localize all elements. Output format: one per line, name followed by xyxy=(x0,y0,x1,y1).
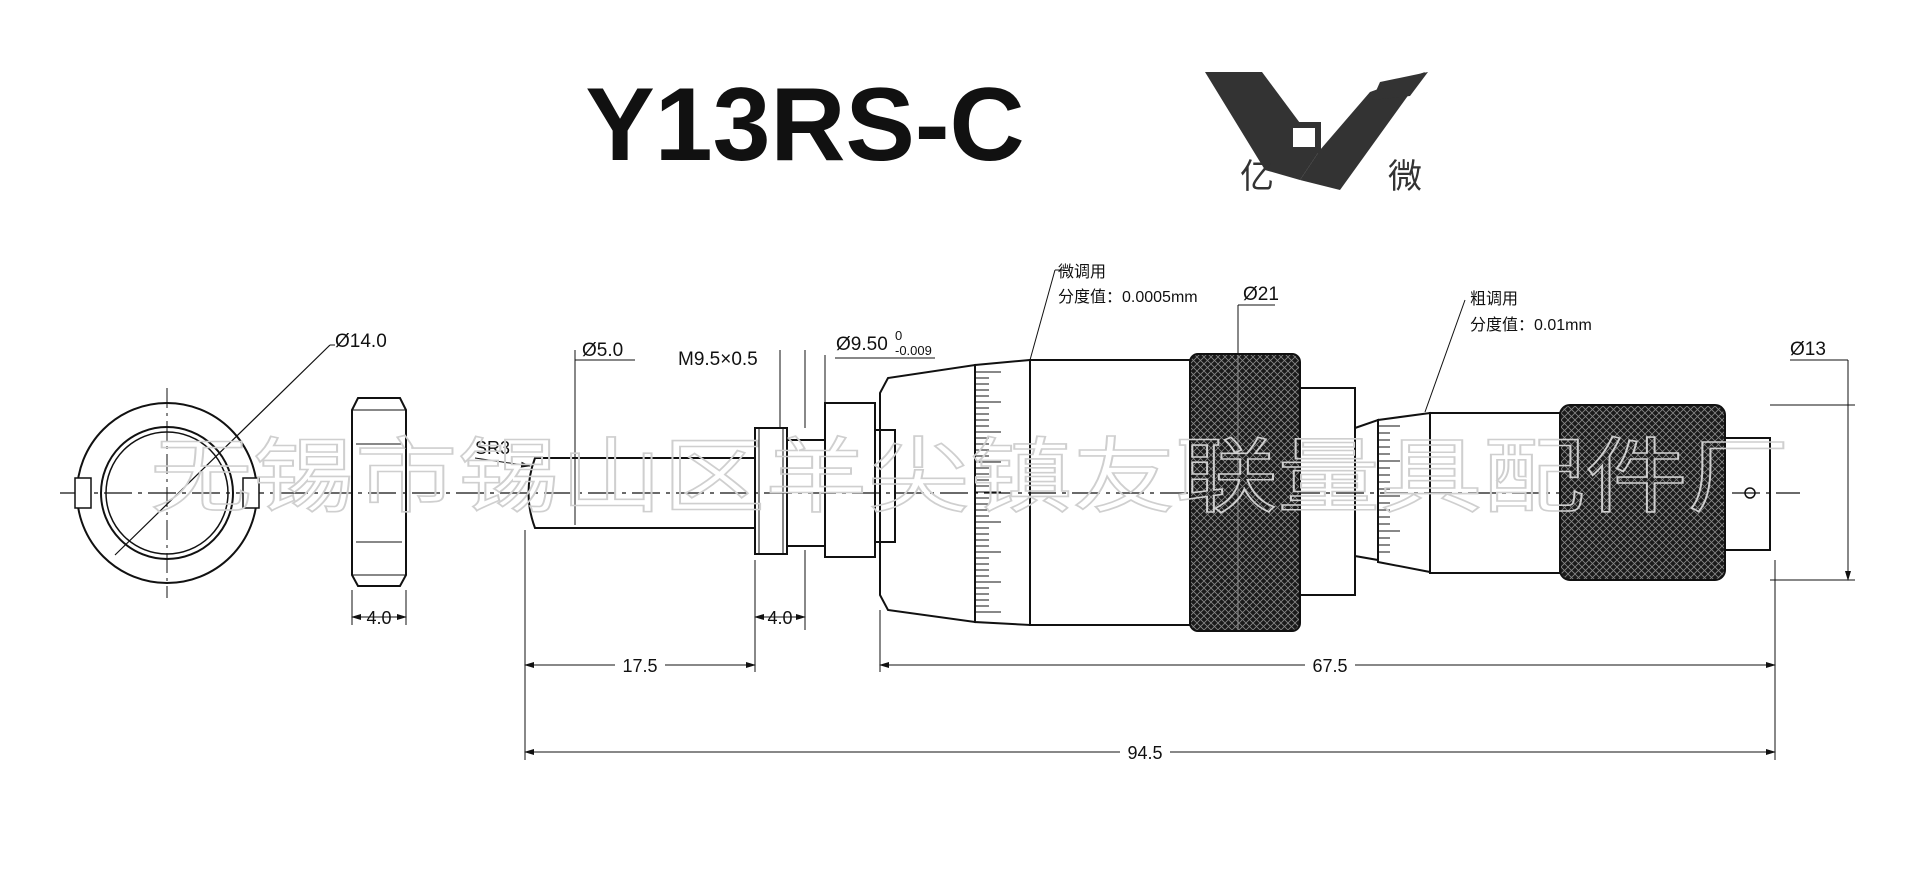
nut-side-view xyxy=(351,397,407,625)
knurled-ring-large xyxy=(1189,304,1301,632)
spindle-length-label: 17.5 xyxy=(622,656,657,676)
fine-title-label: 微调用 xyxy=(1058,263,1106,281)
nut-diameter-label: Ø14.0 xyxy=(335,331,387,352)
total-length-label: 94.5 xyxy=(1127,743,1162,763)
nut-front-view xyxy=(74,344,335,598)
thread-label: M9.5×0.5 xyxy=(678,349,758,370)
sleeve-diameter-label: Ø9.50 xyxy=(836,334,888,355)
thread-length-label: 4.0 xyxy=(767,608,792,628)
brand-logo: 亿 微 xyxy=(1205,72,1428,197)
sphere-radius-label: SR3 xyxy=(475,438,510,458)
logo-left-char: 亿 xyxy=(1240,157,1274,197)
coarse-division-label: 分度值：0.01mm xyxy=(1470,316,1592,334)
nut-thickness-label: 4.0 xyxy=(366,608,391,628)
thimble-diameter-label: Ø21 xyxy=(1243,284,1279,305)
watermark-text: 无锡市锡山区羊尖镇友联量具配件厂 xyxy=(150,430,1790,525)
spindle xyxy=(527,350,756,529)
model-title: Y13RS-C xyxy=(585,67,1024,183)
coarse-barrel xyxy=(1299,387,1561,596)
knurled-knob-small xyxy=(1559,359,1855,581)
fine-division-label: 分度值：0.0005mm xyxy=(1058,288,1198,306)
fine-thimble xyxy=(879,358,1191,627)
sleeve-tol-upper: 0 xyxy=(895,328,902,343)
coarse-title-label: 粗调用 xyxy=(1470,290,1518,308)
spindle-diameter-label: Ø5.0 xyxy=(582,340,623,361)
logo-right-char: 微 xyxy=(1388,157,1422,197)
end-diameter-label: Ø13 xyxy=(1790,339,1826,360)
sleeve-tol-lower: -0.009 xyxy=(895,343,932,358)
body-length-label: 67.5 xyxy=(1312,656,1347,676)
